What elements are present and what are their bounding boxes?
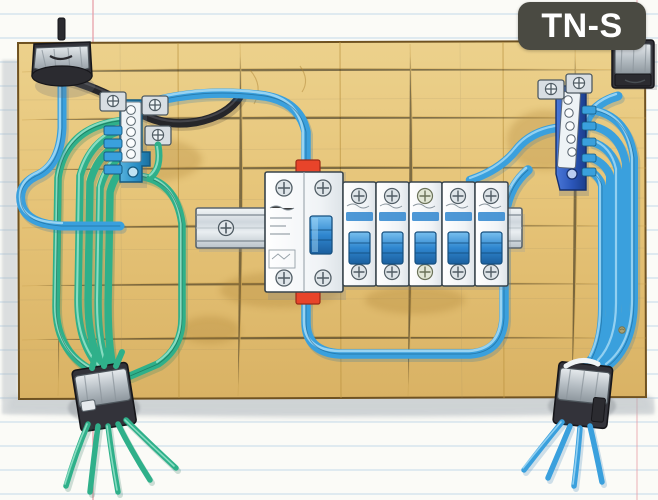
black-supply-cable bbox=[57, 73, 247, 131]
neutral-wire-bundle-right bbox=[574, 106, 641, 390]
mcb-4[interactable] bbox=[441, 181, 478, 290]
mcb-rating-strip bbox=[379, 212, 406, 221]
breaker-print-scribble bbox=[269, 205, 295, 235]
terminal-screw bbox=[275, 269, 293, 287]
mcb-3[interactable] bbox=[408, 181, 445, 290]
bar-mount-screw bbox=[127, 166, 139, 178]
gland-stem bbox=[57, 17, 66, 41]
cable-gland-top-right bbox=[611, 39, 657, 90]
neutral-wire-left-loop bbox=[16, 81, 127, 234]
cable-gland-bottom-left bbox=[63, 347, 181, 498]
terminal-screws bbox=[126, 105, 136, 159]
neutral-wire-mcb-right bbox=[465, 123, 563, 188]
mcb-rating-strip bbox=[478, 212, 505, 221]
mcb-1[interactable] bbox=[342, 181, 379, 290]
neutral-wire-main-to-right bbox=[301, 165, 535, 362]
main-circuit-breaker[interactable] bbox=[264, 159, 346, 305]
tns-label-text: TN-S bbox=[541, 6, 623, 45]
terminal-screws bbox=[563, 95, 577, 157]
tns-label-badge: TN-S bbox=[518, 2, 646, 50]
terminal-screw bbox=[314, 179, 332, 197]
terminal-wire-stubs bbox=[581, 105, 597, 177]
earth-wire-fan bbox=[63, 417, 181, 498]
breaker-toggle-lever[interactable] bbox=[480, 231, 503, 265]
terminal-lug bbox=[99, 91, 127, 112]
terminal-screw bbox=[275, 179, 293, 197]
left-terminal-block[interactable] bbox=[99, 91, 172, 188]
neutral-wire-fan bbox=[521, 419, 607, 492]
terminal-lug bbox=[141, 95, 169, 116]
bar-mount-screw bbox=[566, 168, 578, 180]
terminal-screw bbox=[314, 269, 332, 287]
board-shadow bbox=[2, 60, 654, 416]
mcb-rating-strip bbox=[412, 212, 439, 221]
neutral-wire-to-main-breaker bbox=[147, 88, 313, 180]
breaker-toggle-lever[interactable] bbox=[381, 231, 404, 265]
breaker-wiring-symbol bbox=[268, 249, 296, 269]
mcb-row bbox=[342, 181, 511, 290]
mcb-2[interactable] bbox=[375, 181, 412, 290]
breaker-toggle-lever[interactable] bbox=[309, 215, 333, 255]
breaker-toggle-lever[interactable] bbox=[447, 231, 470, 265]
terminal-wire-stubs bbox=[103, 125, 123, 175]
terminal-lug bbox=[144, 125, 172, 146]
cable-gland-top-left bbox=[31, 17, 95, 98]
cable-gland-bottom-right bbox=[521, 358, 616, 492]
terminal-lug bbox=[537, 79, 565, 100]
right-terminal-block[interactable] bbox=[537, 73, 597, 196]
rail-mount-screw bbox=[217, 219, 235, 237]
terminal-lug bbox=[565, 73, 593, 94]
breaker-toggle-lever[interactable] bbox=[414, 231, 437, 265]
mcb-rating-strip bbox=[445, 212, 472, 221]
mcb-rating-strip bbox=[346, 212, 373, 221]
board-screw bbox=[618, 326, 626, 334]
breaker-toggle-lever[interactable] bbox=[348, 231, 371, 265]
mcb-5[interactable] bbox=[474, 181, 511, 290]
